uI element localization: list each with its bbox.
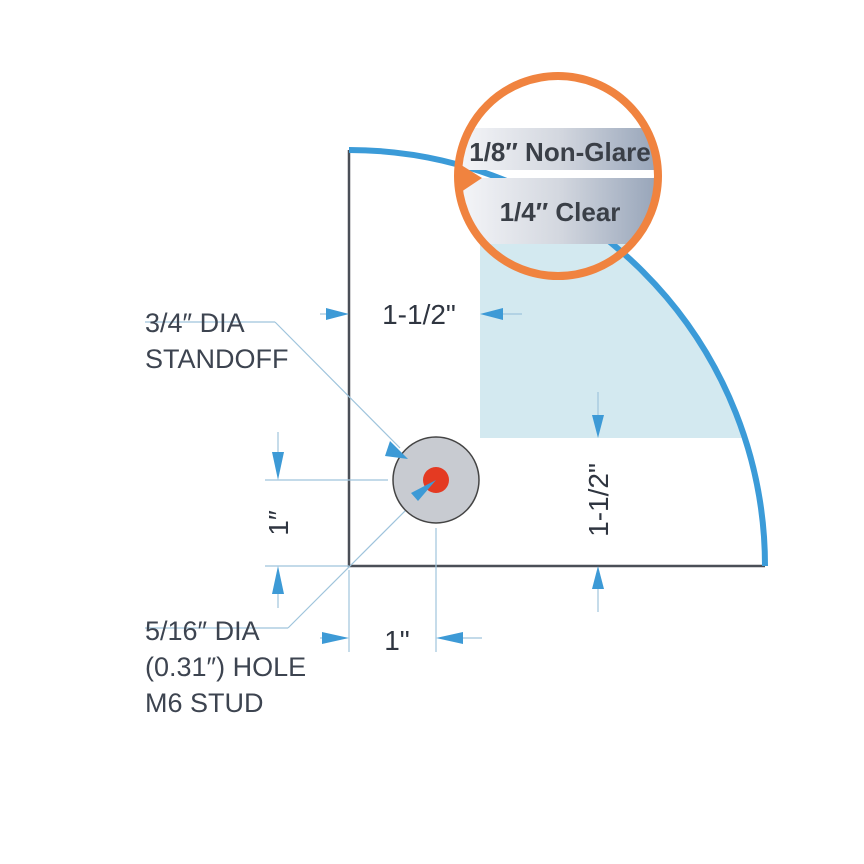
dim-hole-vertical: 1″ — [263, 510, 294, 536]
arrow-icon — [436, 632, 463, 644]
arrow-icon — [322, 632, 349, 644]
hole-label-line2: (0.31″) HOLE — [145, 652, 306, 682]
dim-hole-horizontal: 1" — [384, 625, 410, 656]
arrow-icon — [411, 480, 436, 501]
glass-option-band — [460, 128, 656, 170]
standoff-label-line1: 3/4″ DIA — [145, 308, 245, 338]
arrow-icon — [385, 441, 408, 459]
arrow-icon — [592, 566, 604, 589]
arrow-icon — [272, 452, 284, 480]
panel-curved-edge — [348, 147, 768, 567]
arrow-icon — [326, 308, 349, 320]
glass-option-band — [460, 178, 656, 244]
pointer-icon — [458, 163, 482, 194]
dim-side-offset: 1-1/2" — [583, 463, 614, 537]
dimension-arrows — [272, 308, 604, 644]
glass-option-clear: 1/4″ Clear — [500, 197, 621, 227]
hole-label-line3: M6 STUD — [145, 688, 264, 718]
glass-option-non-glare: 1/8″ Non-Glare — [469, 137, 651, 167]
arrow-icon — [480, 308, 503, 320]
standoff-label-line2: STANDOFF — [145, 344, 289, 374]
dim-top-offset: 1-1/2" — [382, 299, 456, 330]
hole-label-line1: 5/16″ DIA — [145, 616, 260, 646]
arrow-icon — [272, 566, 284, 594]
arrow-icon — [592, 415, 604, 438]
